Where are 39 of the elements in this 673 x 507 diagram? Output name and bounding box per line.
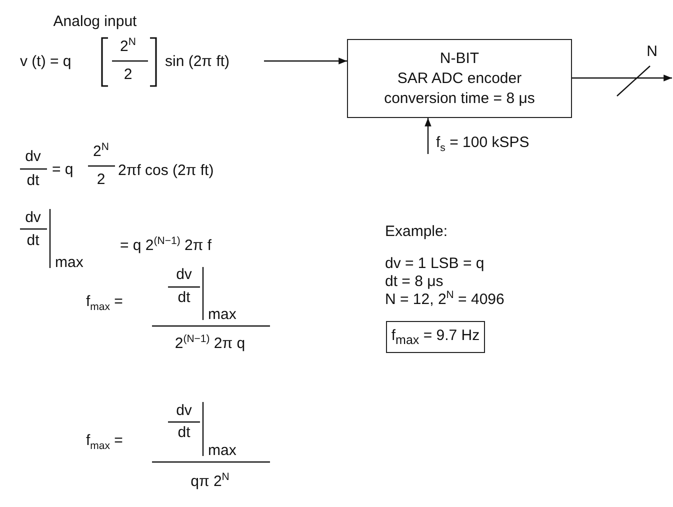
equation-text: dv [25,148,41,166]
equation-text: dv [176,402,192,420]
arrow [264,58,347,64]
encoder-box [347,39,572,118]
equation-text: dt [178,290,190,306]
box-text: SAR ADC encoder [397,70,522,88]
arrow [572,74,672,82]
formula-text: 2$^{N}$ [120,38,136,56]
equation-text: = q [52,162,74,178]
arrow [424,118,432,154]
equation-text: 2$^{N}$ [93,144,109,160]
equation-text: = q 2$^{(N−1)}$ 2π f [120,238,212,254]
formula-text: v (t) = q [20,54,72,70]
equation-text: 2πf cos (2π ft) [118,162,214,180]
equation-text: f$_{max}$ = [86,432,123,450]
result-text: f$_{max}$ = 9.7 Hz [391,326,480,348]
formula-text: 2 [124,66,132,84]
equation-text: dv = 1 LSB = q [385,256,484,272]
equation-text: max [55,254,84,272]
box-text: conversion time = 8 μs [384,90,535,108]
equation-text: 2$^{(N−1)}$ 2π q [174,336,246,352]
equation-text: N = 12, 2$^{N}$ = 4096 [385,292,504,308]
equation-text: max [208,306,236,324]
equation-text: dv [176,266,192,284]
equation-text: dt [178,424,190,442]
formula-text: sin (2π ft) [165,54,230,70]
box-text: N-BIT [440,50,480,67]
result-box [386,321,485,353]
equation-text: 2 [96,172,106,188]
equation-text: qπ 2$^{N}$ [190,474,230,490]
edge-label: f$_{s}$ = 100 kSPS [436,134,530,152]
equation-text: dt [26,232,40,250]
equation-text: dv [25,210,41,226]
input-heading: Analog input [53,14,137,30]
equation-text: dt [26,172,40,190]
equation-text: dt = 8 μs [385,274,444,290]
equation-text: Example: [385,224,448,240]
equation-text: f$_{max}$ = [86,294,123,310]
equation-text: max [208,442,236,460]
